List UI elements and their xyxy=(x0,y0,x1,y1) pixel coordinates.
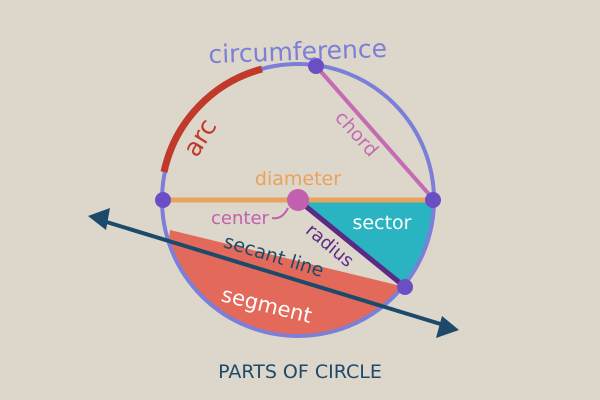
sector-label: sector xyxy=(353,212,412,234)
diagram-title: PARTS OF CIRCLE xyxy=(218,361,382,383)
radius-line xyxy=(296,198,407,289)
center-point xyxy=(287,189,309,211)
arc-highlight xyxy=(160,65,263,173)
segment-region xyxy=(162,230,405,336)
secant-line xyxy=(99,218,448,328)
diameter-label: diameter xyxy=(255,168,341,190)
center-leader-line xyxy=(271,207,289,220)
radius-end-point xyxy=(397,279,413,295)
diameter-right-point xyxy=(425,192,441,208)
chord-line xyxy=(314,64,436,202)
sector-region xyxy=(298,200,435,287)
diameter-left-point xyxy=(155,192,171,208)
secant-arrow-left xyxy=(88,208,110,230)
secant-arrow-right xyxy=(436,316,459,338)
circumference-label: circumference xyxy=(208,34,388,69)
chord-top-point xyxy=(308,58,324,74)
center-label: center xyxy=(211,208,270,229)
